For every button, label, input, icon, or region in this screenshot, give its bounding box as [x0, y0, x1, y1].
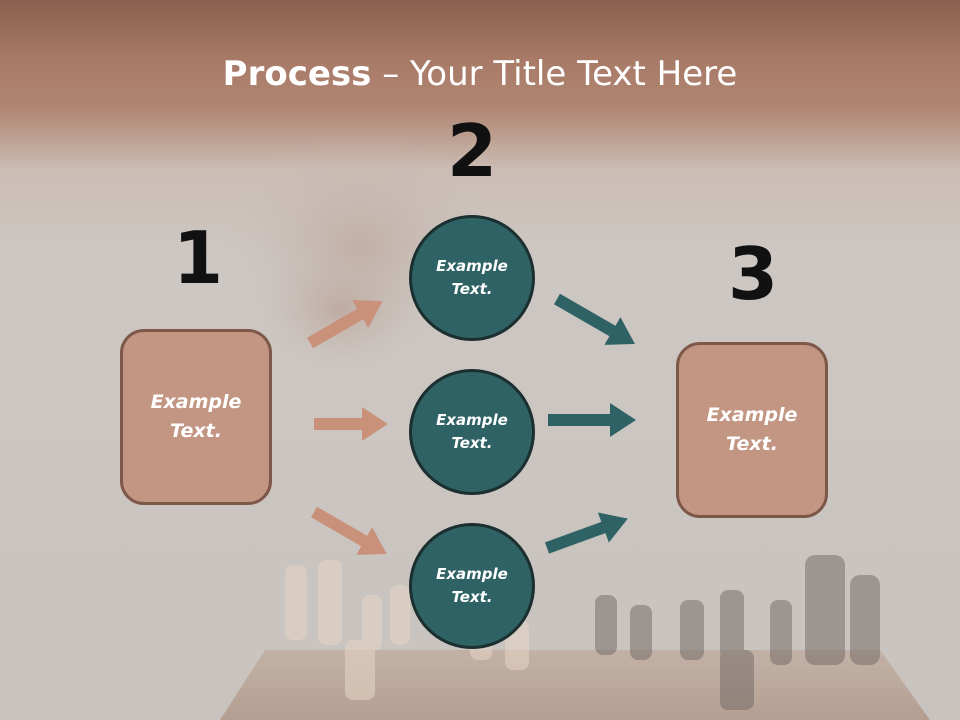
- title-rest: Your Title Text Here: [410, 54, 738, 94]
- slide-title: Process – Your Title Text Here: [0, 52, 960, 96]
- step-number-1: 1: [172, 216, 224, 300]
- circle-top: Example Text.: [409, 215, 535, 341]
- right-box-text: Example Text.: [706, 404, 798, 455]
- circle-top-text: Example Text.: [436, 257, 508, 298]
- step-number-3: 3: [727, 232, 779, 316]
- left-box-text: Example Text.: [150, 391, 242, 442]
- circle-bottom: Example Text.: [409, 523, 535, 649]
- right-process-box: Example Text.: [676, 342, 828, 518]
- title-dash: –: [371, 54, 411, 94]
- title-bold: Process: [222, 54, 372, 94]
- circle-bottom-text: Example Text.: [436, 565, 508, 606]
- left-process-box: Example Text.: [120, 329, 272, 505]
- step-number-2: 2: [446, 109, 498, 193]
- circle-middle: Example Text.: [409, 369, 535, 495]
- circle-middle-text: Example Text.: [436, 411, 508, 452]
